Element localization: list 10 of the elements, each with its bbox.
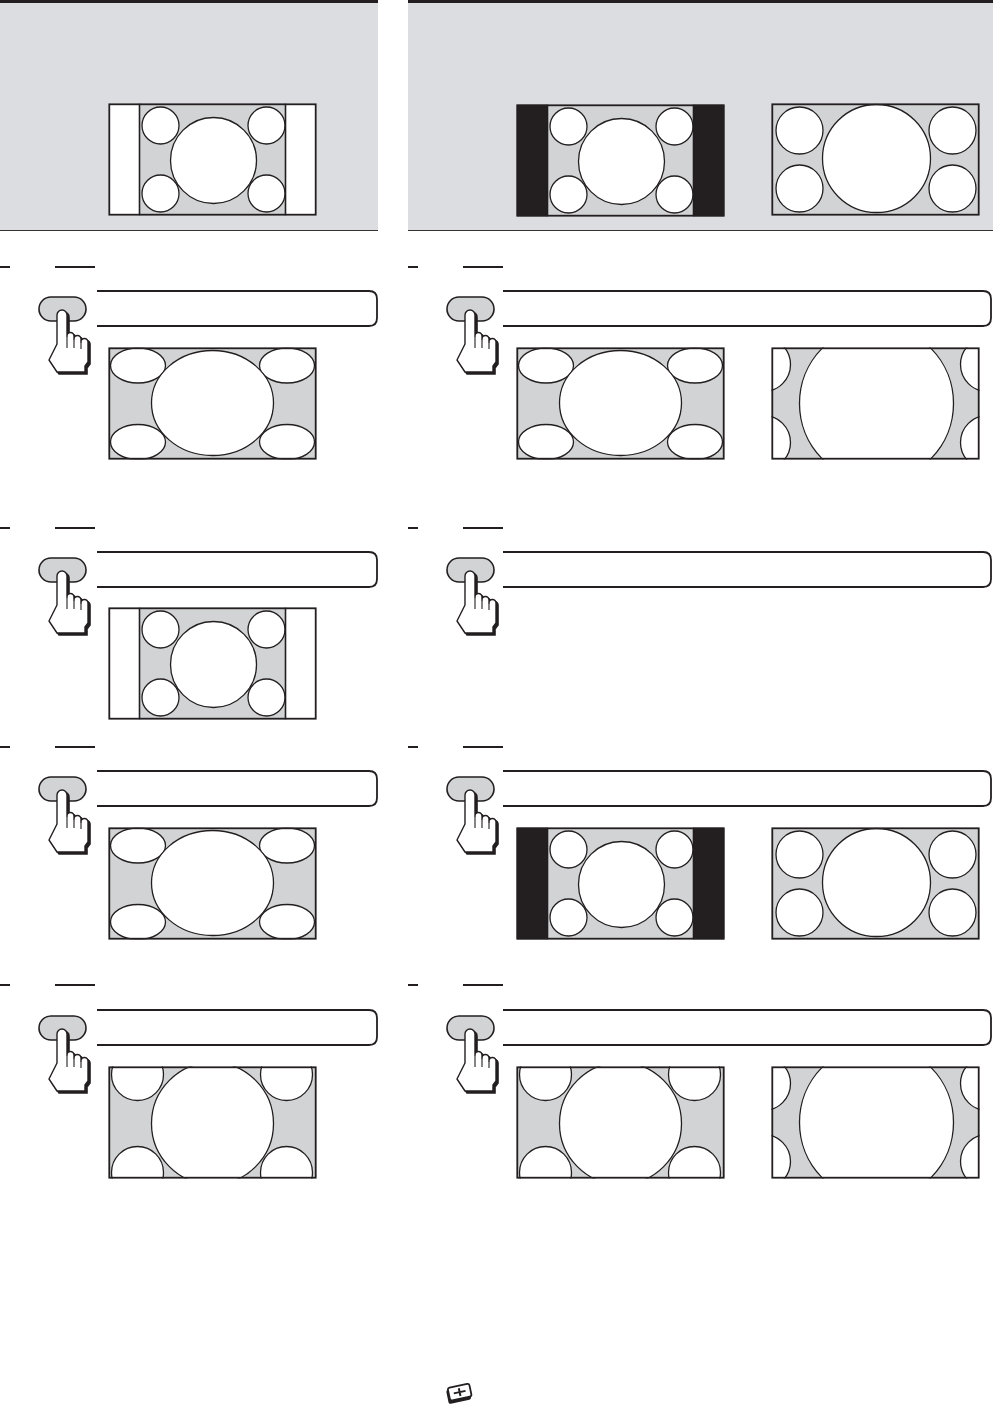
banner-bar: [97, 290, 378, 327]
banner-bar: [503, 290, 992, 327]
header-panel: [0, 0, 378, 231]
banner-bar: [503, 1009, 992, 1046]
banner-bar: [97, 770, 378, 807]
banner-bar: [97, 1009, 378, 1046]
banner-bar: [503, 770, 992, 807]
banner-bar: [97, 551, 378, 588]
banner-bar: [503, 551, 992, 588]
header-panel: [408, 0, 993, 231]
